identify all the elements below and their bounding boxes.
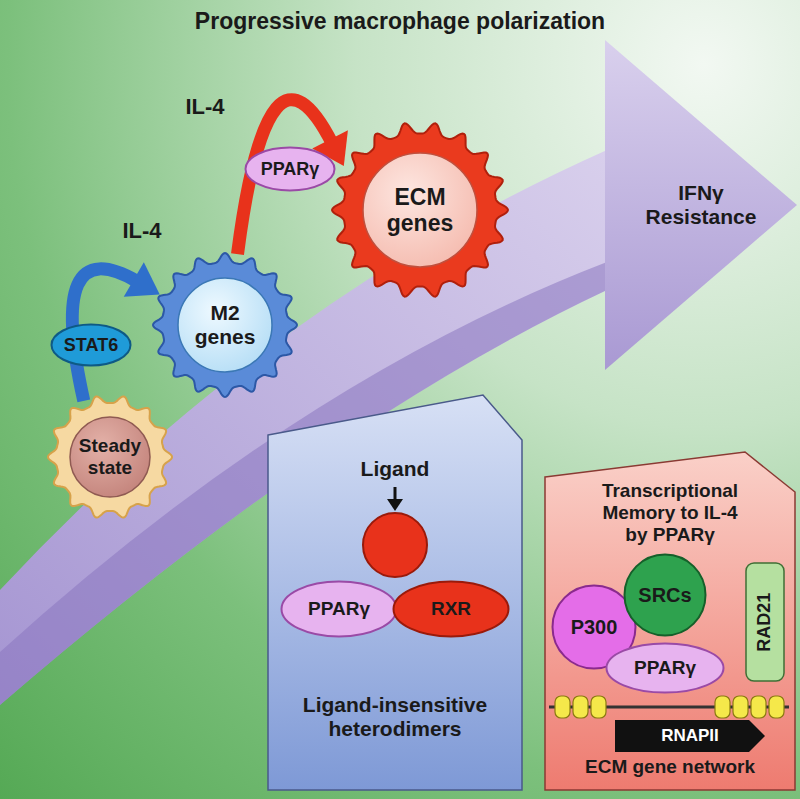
protein-oval	[394, 582, 509, 637]
panel-heading: Transcriptional Memory to IL-4 by PPARγ	[590, 480, 750, 546]
cell-membrane	[48, 397, 172, 518]
rnapii-arrow: RNAPII	[615, 720, 765, 752]
node-label: M2 genes	[182, 301, 268, 349]
ecm-macrophage-cell: ECM genes	[328, 118, 512, 302]
nucleosome	[751, 696, 766, 718]
panel-caption: Ligand-insensitive heterodimers	[280, 693, 510, 741]
m2-macrophage-cell: M2 genes	[151, 251, 299, 399]
label-holder: IL-4	[82, 218, 202, 243]
nucleosome	[555, 696, 570, 718]
nucleosome	[715, 696, 730, 718]
memory-panel: Transcriptional Memory to IL-4 by PPARγE…	[545, 452, 795, 790]
text-holder: Transcriptional Memory to IL-4 by PPARγ	[590, 480, 750, 546]
nucleosome	[591, 696, 606, 718]
ligand-arrow-head	[387, 499, 403, 511]
protein-oval	[52, 325, 131, 366]
protein-circle	[625, 555, 706, 636]
node-label: SRCs	[638, 584, 691, 607]
nucleosome	[573, 696, 588, 718]
curved-arrow	[238, 100, 348, 254]
node-label: Steady state	[74, 435, 146, 479]
cell-membrane	[332, 123, 508, 296]
cytokine-label: IL-4	[82, 218, 202, 243]
ppar-gamma-oval: PPARγ	[605, 642, 725, 694]
rad21-box: RAD21	[745, 562, 785, 682]
node-label: P300	[571, 616, 618, 639]
nucleosome	[769, 696, 784, 718]
node-label: IFNγ Resistance	[636, 181, 766, 229]
title-holder: Progressive macrophage polarization	[0, 8, 800, 34]
protein-oval	[282, 582, 397, 637]
text-holder: Ligand	[268, 457, 522, 481]
ligand-arrow-shaft	[394, 487, 397, 501]
node-label: PPARγ	[308, 598, 370, 620]
steady-state-cell: Steady state	[44, 391, 176, 523]
cytokine-label: IL-4	[145, 94, 265, 119]
ligand-label: Ligand	[268, 457, 522, 481]
rxr-oval: RXR	[392, 580, 510, 638]
text-holder: Ligand-insensitive heterodimers	[280, 693, 510, 741]
ligand-circle	[363, 513, 427, 577]
node-label: RNAPII	[661, 726, 719, 746]
protein-oval	[246, 148, 335, 191]
node-label: STAT6	[64, 335, 118, 356]
cell-nucleus	[363, 153, 477, 267]
rnapii-arrow-shape	[615, 720, 765, 752]
protein-oval	[607, 644, 724, 693]
src-circle: SRCs	[623, 553, 707, 637]
ppar-gamma-oval: PPARγ	[280, 580, 398, 638]
text-holder: ECM gene network	[545, 756, 795, 778]
node-label: RAD21	[755, 592, 776, 651]
node-label: PPARγ	[261, 159, 320, 180]
ligand-panel: LigandLigand-insensitive heterodimers PPA…	[268, 395, 522, 790]
cell-membrane	[153, 253, 297, 397]
ppar-gamma-oval: PPARγ	[244, 146, 336, 192]
nucleosome	[733, 696, 748, 718]
stat6-oval: STAT6	[50, 323, 132, 367]
node-label: ECM genes	[368, 184, 472, 237]
panel-shape	[268, 395, 522, 790]
arrowhead-shape	[605, 40, 797, 370]
cell-nucleus	[70, 417, 150, 497]
node-label: RXR	[431, 598, 471, 620]
rad21-box-shape	[746, 563, 784, 681]
arrow-head	[124, 262, 160, 297]
label-holder: IL-4	[145, 94, 265, 119]
panel-shape	[545, 452, 795, 790]
node-label: PPARγ	[634, 657, 696, 679]
diagram-title: Progressive macrophage polarization	[0, 8, 800, 34]
ifn-resistance-arrowhead: IFNγ Resistance	[605, 40, 797, 370]
cell-nucleus	[178, 278, 272, 372]
panel-caption: ECM gene network	[545, 756, 795, 778]
